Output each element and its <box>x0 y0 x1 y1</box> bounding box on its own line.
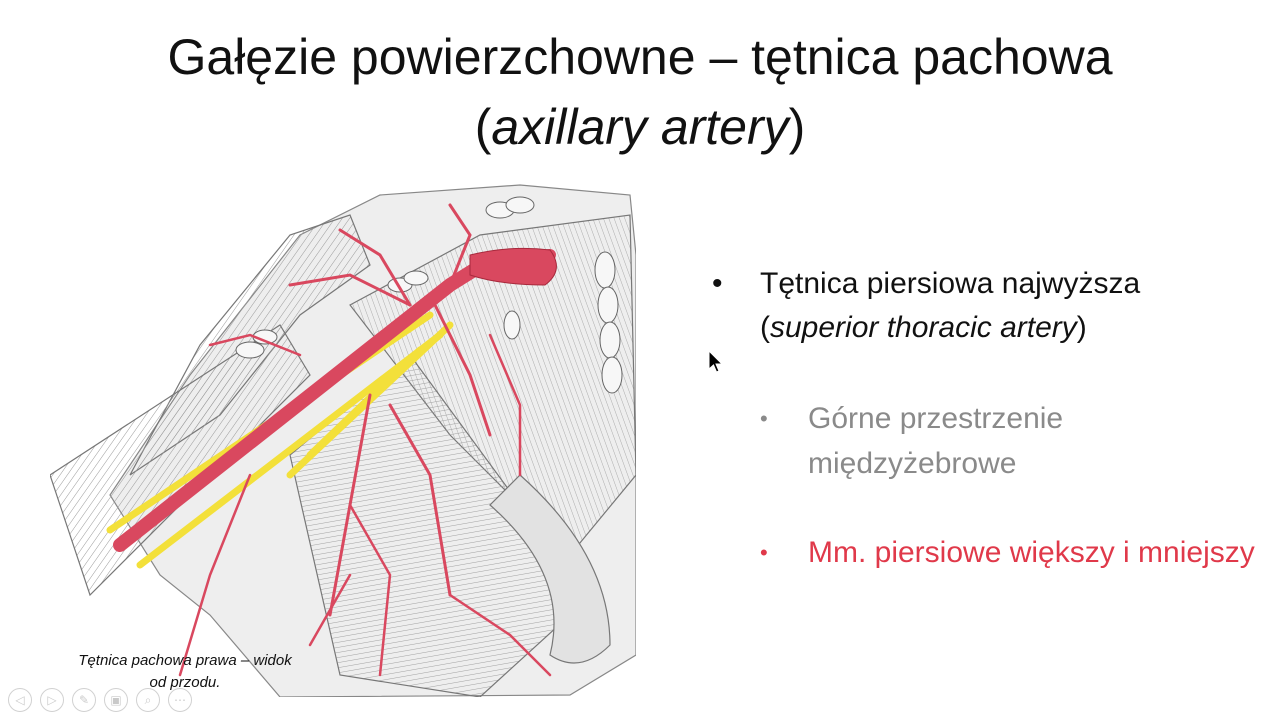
latin-paren-open: ( <box>760 311 770 344</box>
title-latin: axillary artery <box>491 99 789 155</box>
sub-bullet-pectoral-muscles: • Mm. piersiowe większy i mniejszy <box>700 530 1260 575</box>
bullet-superior-thoracic-artery: • Tętnica piersiowa najwyższa (superior … <box>700 262 1260 350</box>
previous-icon[interactable]: ◁ <box>8 688 32 712</box>
slideshow-toolbar: ◁ ▷ ✎ ▣ ⌕ ⋯ <box>8 688 192 714</box>
figure-caption: Tętnica pachowa prawa – widok od przodu. <box>78 652 292 691</box>
bullet-text: Tętnica piersiowa najwyższa <box>760 267 1141 300</box>
bullet-latin: (superior thoracic artery) <box>760 306 1260 350</box>
sub-bullet-text: Górne przestrzenie międzyżebrowe <box>808 402 1064 480</box>
sub-bullet-dot: • <box>760 406 768 431</box>
zoom-icon[interactable]: ⌕ <box>136 688 160 712</box>
slide-title: Gałęzie powierzchowne – tętnica pachowa … <box>0 22 1280 162</box>
more-icon[interactable]: ⋯ <box>168 688 192 712</box>
sub-bullet-intercostal-spaces: • Górne przestrzenie międzyżebrowe <box>700 396 1260 486</box>
title-paren-open: ( <box>474 99 492 155</box>
sub-bullet-text: Mm. piersiowe większy i mniejszy <box>808 536 1255 569</box>
slides-icon[interactable]: ▣ <box>104 688 128 712</box>
anatomy-illustration <box>50 175 636 697</box>
next-icon[interactable]: ▷ <box>40 688 64 712</box>
title-paren-close: ) <box>788 99 806 155</box>
latin-paren-close: ) <box>1076 311 1087 344</box>
pen-icon[interactable]: ✎ <box>72 688 96 712</box>
bullet-dot: • <box>712 267 723 300</box>
title-line-1: Gałęzie powierzchowne – tętnica pachowa <box>167 29 1113 85</box>
mouse-cursor-icon <box>708 350 724 373</box>
title-line-2: (axillary artery) <box>0 92 1280 162</box>
bullet-list: • Tętnica piersiowa najwyższa (superior … <box>700 262 1260 575</box>
latin-name: superior thoracic artery <box>770 311 1077 344</box>
sub-bullet-dot: • <box>760 540 768 565</box>
